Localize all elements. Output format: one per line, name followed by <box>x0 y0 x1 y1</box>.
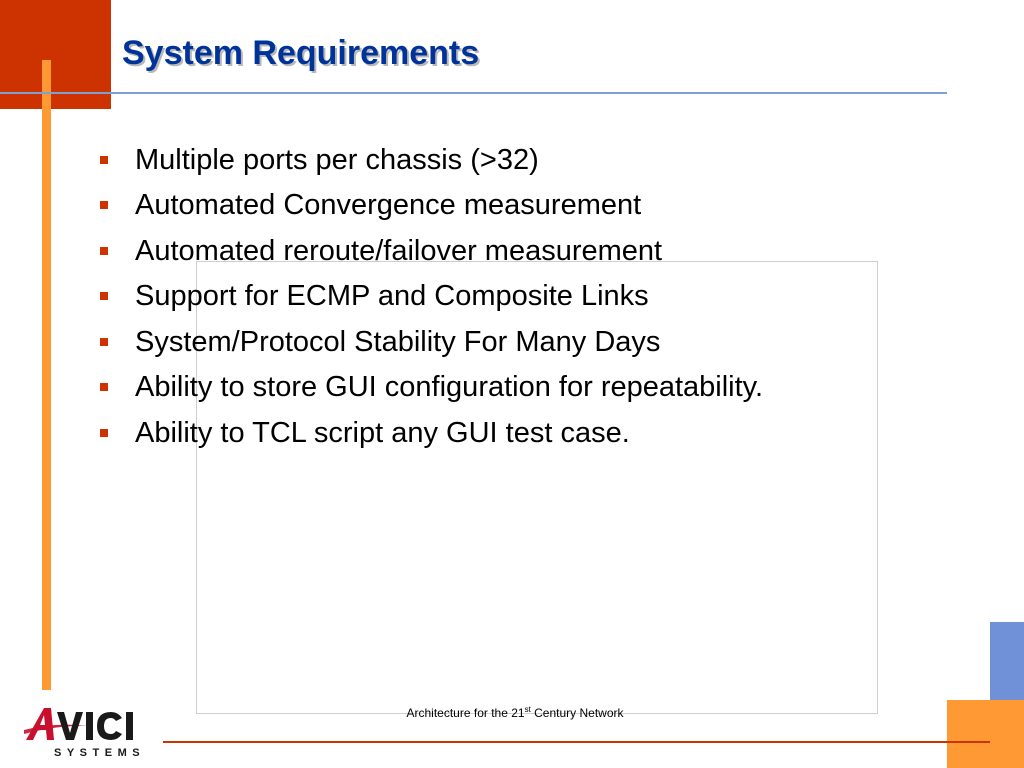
footer-text-superscript: st <box>524 705 531 714</box>
logo-letter-i1 <box>86 712 93 740</box>
right-block-blue <box>990 622 1024 700</box>
logo-letter-i2 <box>126 712 133 740</box>
right-block-orange <box>947 700 1024 768</box>
bullet-item: Ability to store GUI configuration for r… <box>100 365 763 411</box>
bullet-item: Ability to TCL script any GUI test case. <box>100 410 763 456</box>
logo-a-mark <box>26 708 54 740</box>
svg-text:SYSTEMS: SYSTEMS <box>54 747 145 759</box>
page-title: System Requirements <box>122 34 480 72</box>
bullet-text: Automated Convergence measurement <box>135 189 642 222</box>
footer-text: Architecture for the 21st Century Networ… <box>0 705 1024 721</box>
image-placeholder-frame <box>196 261 878 714</box>
bullet-item: Automated reroute/failover measurement <box>100 228 763 274</box>
left-accent-bar <box>42 60 51 690</box>
bullet-text: System/Protocol Stability For Many Days <box>135 325 661 358</box>
square-bullet-icon <box>100 383 108 392</box>
footer-text-main: Architecture for the 21 <box>406 706 525 720</box>
logo-subtitle-systems: SYSTEMS <box>54 747 145 759</box>
bullet-item: System/Protocol Stability For Many Days <box>100 319 763 365</box>
bullet-item: Multiple ports per chassis (>32) <box>100 137 763 183</box>
bullet-list: Multiple ports per chassis (>32) Automat… <box>100 137 763 456</box>
bullet-text: Support for ECMP and Composite Links <box>135 280 649 313</box>
square-bullet-icon <box>100 155 108 164</box>
corner-block <box>0 0 111 109</box>
bullet-text: Automated reroute/failover measurement <box>135 234 663 267</box>
footer-text-end: Century Network <box>530 706 624 720</box>
bullet-text: Ability to store GUI configuration for r… <box>135 371 764 404</box>
bullet-text: Ability to TCL script any GUI test case. <box>135 416 630 449</box>
square-bullet-icon <box>100 337 108 346</box>
logo-swoosh <box>24 724 88 734</box>
square-bullet-icon <box>100 201 108 210</box>
square-bullet-icon <box>100 292 108 301</box>
bullet-item: Support for ECMP and Composite Links <box>100 274 763 320</box>
title-rule <box>0 92 947 94</box>
logo-letter-v <box>57 712 83 740</box>
square-bullet-icon <box>100 246 108 255</box>
bullet-item: Automated Convergence measurement <box>100 183 763 229</box>
avici-systems-logo: SYSTEMS <box>24 704 154 760</box>
bullet-text: Multiple ports per chassis (>32) <box>135 143 539 176</box>
footer-rule <box>163 741 990 743</box>
square-bullet-icon <box>100 428 108 437</box>
logo-letter-c <box>97 712 122 740</box>
